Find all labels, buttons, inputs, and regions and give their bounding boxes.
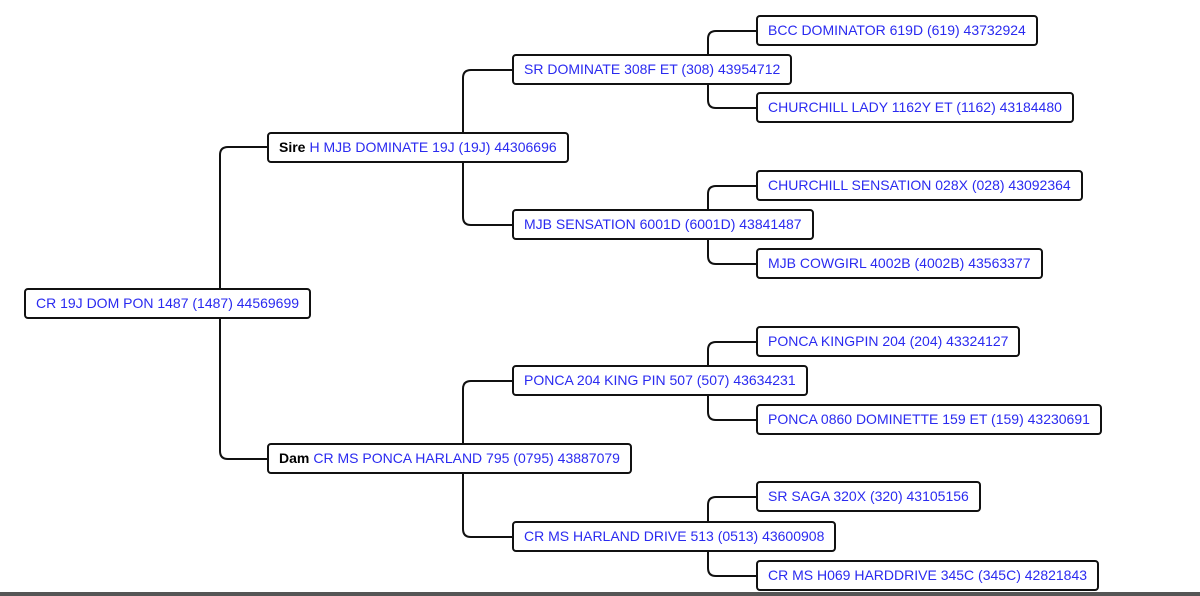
animal-name: MJB COWGIRL 4002B (4002B) 43563377 — [768, 255, 1031, 271]
animal-name: SR DOMINATE 308F ET (308) 43954712 — [524, 61, 781, 77]
animal-gen3[interactable]: PONCA 0860 DOMINETTE 159 ET (159) 432306… — [756, 404, 1102, 435]
animal-dam-sire[interactable]: PONCA 204 KING PIN 507 (507) 43634231 — [512, 365, 808, 396]
animal-gen3[interactable]: CR MS H069 HARDDRIVE 345C (345C) 4282184… — [756, 560, 1100, 591]
animal-gen3[interactable]: PONCA KINGPIN 204 (204) 43324127 — [756, 326, 1021, 357]
animal-gen3[interactable]: SR SAGA 320X (320) 43105156 — [756, 481, 981, 512]
animal-name: CR 19J DOM PON 1487 (1487) 44569699 — [36, 295, 300, 311]
animal-name: PONCA KINGPIN 204 (204) 43324127 — [768, 333, 1009, 349]
animal-name: MJB SENSATION 6001D (6001D) 43841487 — [524, 216, 802, 232]
animal-dam-dam[interactable]: CR MS HARLAND DRIVE 513 (0513) 43600908 — [512, 521, 837, 552]
bottom-divider — [0, 592, 1200, 596]
dam-label: Dam — [279, 450, 310, 466]
animal-name: CR MS PONCA HARLAND 795 (0795) 43887079 — [313, 450, 620, 466]
animal-name: PONCA 0860 DOMINETTE 159 ET (159) 432306… — [768, 411, 1090, 427]
animal-name: CHURCHILL LADY 1162Y ET (1162) 43184480 — [768, 99, 1062, 115]
animal-name: BCC DOMINATOR 619D (619) 43732924 — [768, 22, 1026, 38]
animal-root[interactable]: CR 19J DOM PON 1487 (1487) 44569699 — [24, 288, 312, 319]
animal-name: CR MS H069 HARDDRIVE 345C (345C) 4282184… — [768, 567, 1088, 583]
animal-name: PONCA 204 KING PIN 507 (507) 43634231 — [524, 372, 796, 388]
animal-name: SR SAGA 320X (320) 43105156 — [768, 488, 969, 504]
animal-gen3[interactable]: CHURCHILL LADY 1162Y ET (1162) 43184480 — [756, 92, 1074, 123]
animal-gen3[interactable]: MJB COWGIRL 4002B (4002B) 43563377 — [756, 248, 1043, 279]
animal-name: H MJB DOMINATE 19J (19J) 44306696 — [309, 139, 557, 155]
sire-label: Sire — [279, 139, 306, 155]
animal-name: CHURCHILL SENSATION 028X (028) 43092364 — [768, 177, 1071, 193]
animal-sire-sire[interactable]: SR DOMINATE 308F ET (308) 43954712 — [512, 54, 793, 85]
animal-gen3[interactable]: BCC DOMINATOR 619D (619) 43732924 — [756, 15, 1038, 46]
animal-gen3[interactable]: CHURCHILL SENSATION 028X (028) 43092364 — [756, 170, 1083, 201]
animal-sire-dam[interactable]: MJB SENSATION 6001D (6001D) 43841487 — [512, 209, 814, 240]
animal-name: CR MS HARLAND DRIVE 513 (0513) 43600908 — [524, 528, 825, 544]
